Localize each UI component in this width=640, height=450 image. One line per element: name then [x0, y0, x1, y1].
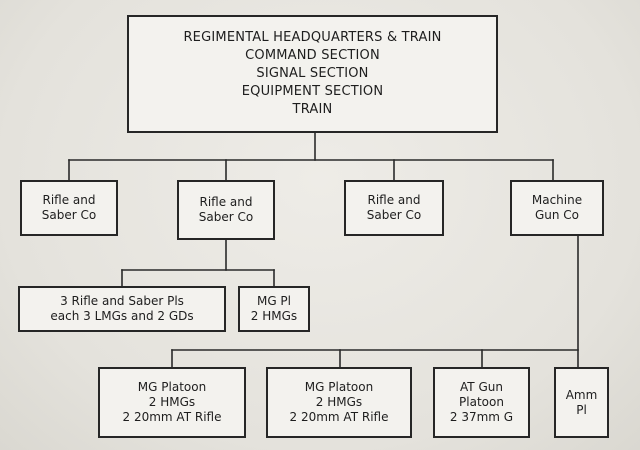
box-label: Amm — [565, 387, 598, 402]
rifle-saber-co-1-box: Rifle and Saber Co — [20, 180, 118, 236]
mg-platoon-small-box: MG Pl 2 HMGs — [238, 286, 310, 332]
box-label: MG Platoon — [304, 380, 374, 394]
hq-signal-section: SIGNAL SECTION — [256, 66, 369, 81]
box-label: Rifle and — [199, 195, 253, 209]
hq-command-section: COMMAND SECTION — [245, 48, 380, 63]
box-label: 3 Rifle and Saber Pls — [60, 294, 184, 308]
hq-equipment-section: EQUIPMENT SECTION — [241, 84, 384, 99]
box-label: Machine — [531, 193, 583, 207]
box-label: MG Platoon — [137, 380, 207, 394]
box-label: Platoon — [459, 395, 504, 409]
rifle-saber-co-3-box: Rifle and Saber Co — [344, 180, 444, 236]
rifle-saber-platoons-box: 3 Rifle and Saber Pls each 3 LMGs and 2 … — [18, 286, 226, 332]
box-label: 2 HMGs — [148, 395, 196, 409]
box-label: 2 37mm G — [449, 410, 514, 424]
box-label: 2 20mm AT Rifle — [289, 410, 389, 424]
box-label: Pl — [576, 402, 587, 417]
mg-platoon-1-box: MG Platoon 2 HMGs 2 20mm AT Rifle — [98, 367, 246, 438]
ammunition-platoon-box: Amm Pl — [554, 367, 609, 438]
hq-title: REGIMENTAL HEADQUARTERS & TRAIN — [183, 30, 442, 45]
box-label: Rifle and — [42, 193, 96, 207]
box-label: MG Pl — [256, 294, 292, 308]
box-label: 2 20mm AT Rifle — [122, 410, 222, 424]
regimental-hq-box: REGIMENTAL HEADQUARTERS & TRAIN COMMAND … — [127, 15, 498, 133]
box-label: each 3 LMGs and 2 GDs — [50, 309, 194, 323]
box-label: 2 HMGs — [250, 309, 298, 323]
box-label: AT Gun — [460, 380, 503, 394]
box-label: 2 HMGs — [315, 395, 363, 409]
rifle-saber-co-2-box: Rifle and Saber Co — [177, 180, 275, 240]
box-label: Rifle and — [367, 193, 421, 207]
hq-train: TRAIN — [292, 102, 333, 117]
at-gun-platoon-box: AT Gun Platoon 2 37mm G — [433, 367, 530, 438]
box-label: Gun Co — [534, 208, 580, 222]
box-label: Saber Co — [366, 208, 422, 222]
box-label: Saber Co — [41, 208, 97, 222]
box-label: Saber Co — [198, 210, 254, 224]
machine-gun-co-box: Machine Gun Co — [510, 180, 604, 236]
mg-platoon-2-box: MG Platoon 2 HMGs 2 20mm AT Rifle — [266, 367, 412, 438]
